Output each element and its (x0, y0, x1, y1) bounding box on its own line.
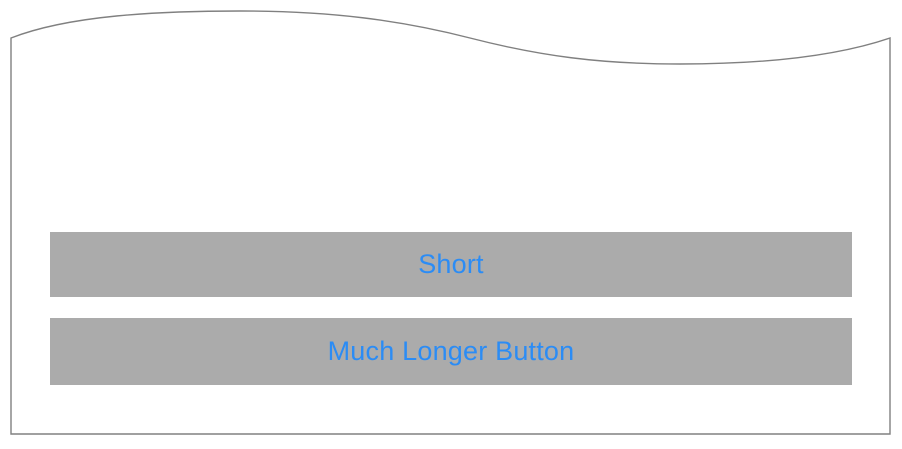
short-button[interactable]: Short (50, 232, 852, 297)
much-longer-button[interactable]: Much Longer Button (50, 318, 852, 385)
much-longer-button-label: Much Longer Button (327, 336, 575, 366)
button-stack: Short Much Longer Button (50, 232, 852, 385)
short-button-label: Short (418, 249, 484, 279)
